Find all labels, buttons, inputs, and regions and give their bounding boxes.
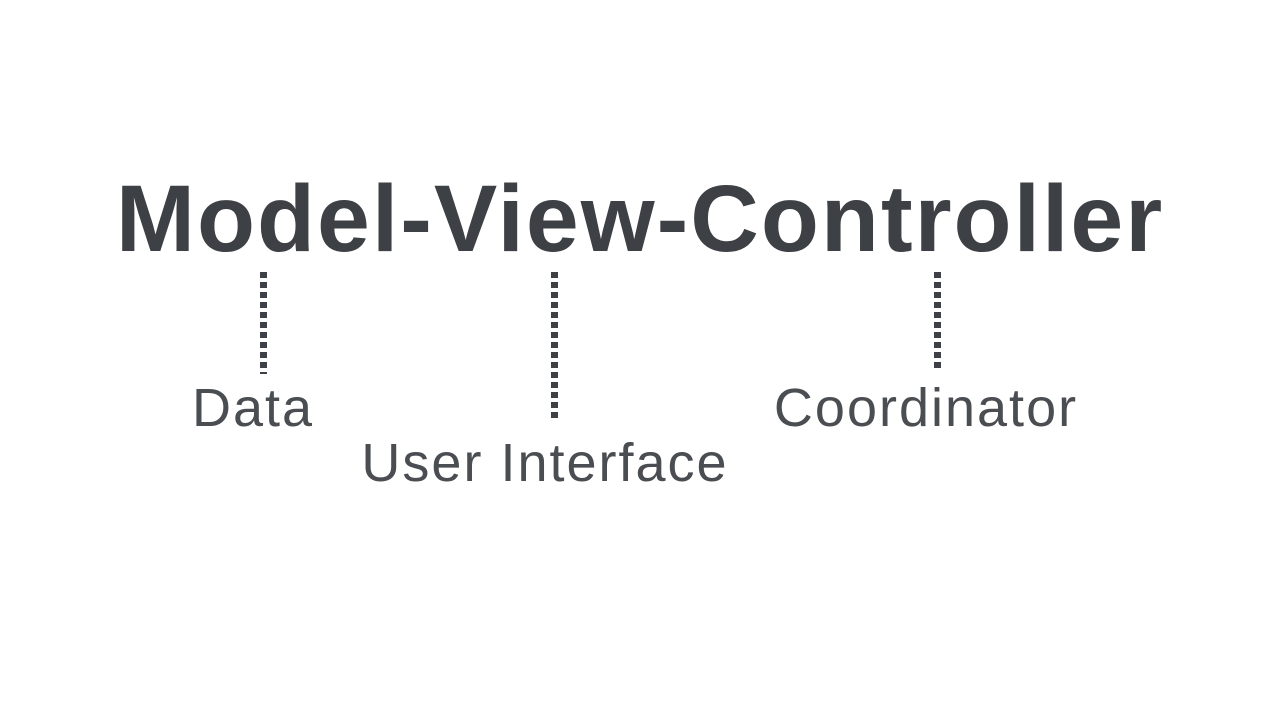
slide-title: Model-View-Controller bbox=[115, 166, 1165, 272]
dotted-connector-model bbox=[260, 272, 267, 374]
dotted-connector-view bbox=[551, 272, 558, 421]
annotation-label-view: User Interface bbox=[361, 433, 729, 493]
dotted-connector-controller bbox=[934, 272, 941, 372]
annotation-label-model: Data bbox=[191, 378, 315, 438]
annotation-label-controller: Coordinator bbox=[773, 378, 1079, 438]
